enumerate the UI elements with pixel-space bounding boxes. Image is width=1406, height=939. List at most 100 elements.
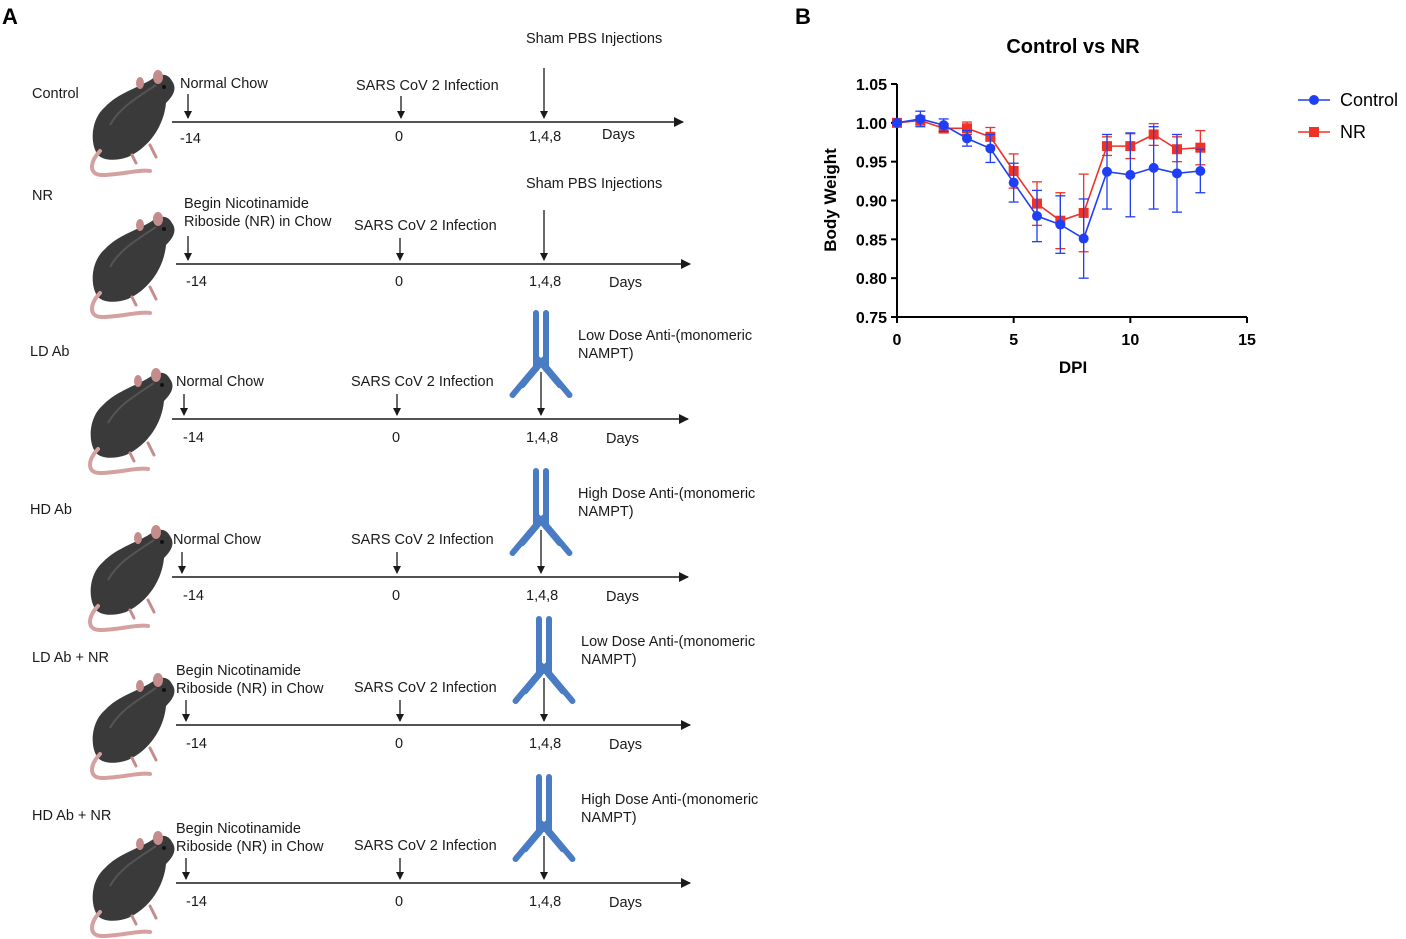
timeline-nr: NR Begin Nicotinamide Riboside (NR) in C…: [32, 176, 691, 319]
treatment-label-line2: NAMPT): [581, 810, 637, 826]
tick-label-0: 0: [395, 894, 403, 910]
axis-label-days: Days: [609, 275, 642, 291]
treatment-label-line2: NAMPT): [581, 652, 637, 668]
y-tick-label: 1.05: [856, 77, 887, 94]
legend-label: NR: [1340, 122, 1366, 142]
x-tick-label: 0: [893, 332, 902, 349]
pre-label-line1: Normal Chow: [173, 532, 261, 548]
infection-label: SARS CoV 2 Infection: [351, 532, 494, 548]
chart-marks: [892, 110, 1206, 279]
treatment-label-line1: Low Dose Anti-(monomeric: [581, 634, 755, 650]
treatment-label-line2: NAMPT): [578, 504, 634, 520]
data-point: [1195, 142, 1206, 153]
timeline-hd-ab-nr: HD Ab + NR Begin Nicotinamide Riboside (…: [32, 774, 758, 938]
group-label: LD Ab: [30, 344, 70, 360]
legend-marker: [1309, 95, 1319, 105]
data-point: [892, 117, 902, 128]
data-point: [1102, 166, 1112, 177]
axis-label-days: Days: [609, 895, 642, 911]
treatment-label-line1: High Dose Anti-(monomeric: [581, 792, 758, 808]
legend-marker: [1309, 127, 1319, 137]
tick-label-neg14: -14: [180, 131, 201, 147]
group-label: HD Ab + NR: [32, 808, 111, 824]
tick-label-0: 0: [395, 736, 403, 752]
data-point: [1172, 168, 1182, 179]
timeline-ld-ab-nr: LD Ab + NR Begin Nicotinamide Riboside (…: [32, 616, 755, 780]
timeline-ld-ab: LD Ab Normal Chow SARS CoV 2 Infection L…: [30, 310, 752, 475]
x-axis-label: DPI: [1059, 358, 1087, 377]
data-point: [938, 120, 949, 131]
treatment-label-line1: High Dose Anti-(monomeric: [578, 486, 755, 502]
infection-label: SARS CoV 2 Infection: [354, 680, 497, 696]
timeline-control: Control Normal Chow SARS CoV 2 Infection…: [32, 31, 684, 177]
legend-label: Control: [1340, 90, 1398, 110]
data-point: [1078, 233, 1089, 244]
x-tick-label: 15: [1238, 332, 1256, 349]
tick-label-148: 1,4,8: [526, 588, 558, 604]
data-point: [962, 133, 972, 144]
infection-label: SARS CoV 2 Infection: [351, 374, 494, 390]
tick-label-0: 0: [395, 129, 403, 145]
pre-label-line1: Normal Chow: [176, 374, 264, 390]
tick-label-148: 1,4,8: [526, 430, 558, 446]
treatment-label-line1: Sham PBS Injections: [526, 176, 662, 192]
data-point: [985, 143, 996, 154]
tick-label-0: 0: [395, 274, 403, 290]
tick-label-neg14: -14: [183, 430, 204, 446]
data-point: [962, 123, 972, 134]
tick-label-neg14: -14: [186, 736, 207, 752]
pre-label-line2: Riboside (NR) in Chow: [176, 681, 324, 697]
axis-label-days: Days: [606, 431, 639, 447]
mouse-icon: [90, 671, 177, 780]
timeline-hd-ab: HD Ab Normal Chow SARS CoV 2 Infection H…: [30, 468, 755, 632]
data-point: [1032, 211, 1042, 222]
tick-label-neg14: -14: [186, 274, 207, 290]
group-label: LD Ab + NR: [32, 650, 109, 666]
data-point: [915, 113, 926, 124]
pre-label-line1: Begin Nicotinamide: [176, 821, 301, 837]
tick-label-neg14: -14: [183, 588, 204, 604]
panel-letter-b: B: [795, 4, 811, 29]
y-axis-label: Body Weight: [821, 148, 840, 252]
infection-label: SARS CoV 2 Infection: [356, 78, 499, 94]
pre-label-line1: Begin Nicotinamide: [184, 196, 309, 212]
x-tick-label: 5: [1009, 332, 1018, 349]
tick-label-0: 0: [392, 430, 400, 446]
panel-letter-a: A: [2, 4, 18, 29]
group-label: HD Ab: [30, 502, 72, 518]
y-tick-label: 0.80: [856, 271, 887, 288]
tick-label-148: 1,4,8: [529, 894, 561, 910]
y-tick-label: 1.00: [856, 116, 887, 133]
treatment-label-line1: Low Dose Anti-(monomeric: [578, 328, 752, 344]
tick-label-148: 1,4,8: [529, 274, 561, 290]
treatment-label-line2: NAMPT): [578, 346, 634, 362]
mouse-icon: [90, 68, 177, 177]
y-tick-label: 0.85: [856, 232, 887, 249]
y-tick-label: 0.90: [856, 194, 887, 211]
axis-label-days: Days: [602, 127, 635, 143]
tick-label-148: 1,4,8: [529, 129, 561, 145]
pre-label-line2: Riboside (NR) in Chow: [176, 839, 324, 855]
mouse-icon: [90, 829, 177, 938]
y-tick-label: 0.95: [856, 155, 887, 172]
pre-label-line1: Normal Chow: [180, 76, 268, 92]
x-tick-label: 10: [1121, 332, 1139, 349]
data-point: [1148, 162, 1159, 173]
treatment-label-line1: Sham PBS Injections: [526, 31, 662, 47]
data-point: [1125, 169, 1136, 180]
pre-label-line1: Begin Nicotinamide: [176, 663, 301, 679]
mouse-icon: [90, 210, 177, 319]
mouse-icon: [88, 523, 175, 632]
data-point: [1055, 219, 1066, 230]
tick-label-0: 0: [392, 588, 400, 604]
group-label: Control: [32, 86, 79, 102]
data-point: [1195, 165, 1206, 176]
mouse-icon: [88, 366, 175, 475]
data-point: [1008, 177, 1019, 188]
tick-label-neg14: -14: [186, 894, 207, 910]
axis-label-days: Days: [606, 589, 639, 605]
